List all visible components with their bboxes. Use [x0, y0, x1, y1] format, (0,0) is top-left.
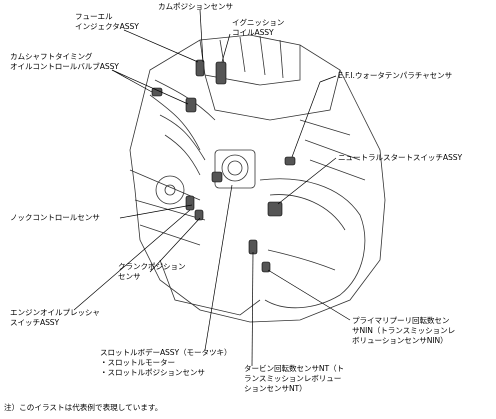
label-fuel-injector: フューエル インジェクタASSY	[75, 12, 139, 31]
footnote: 注）このイラストは代表例で表現しています。	[4, 403, 163, 412]
label-throttle-body: スロットルボデーASSY（モータツキ） ・スロットルモーター ・スロットルポジシ…	[100, 348, 232, 377]
label-crank-position-sensor: クランクポジション センサ	[118, 262, 186, 281]
label-ignition-coil: イグニッション コイルASSY	[232, 18, 285, 37]
label-knock-control-sensor: ノックコントロールセンサ	[10, 213, 100, 222]
label-engine-oil-pressure-switch: エンジンオイルプレッシャ スイッチASSY	[10, 308, 100, 327]
label-camshaft-timing-valve: カムシャフトタイミング オイルコントロールバルブASSY	[10, 52, 119, 71]
label-neutral-start-switch: ニュートラルスタートスイッチASSY	[338, 153, 462, 162]
sensor-parts	[151, 59, 296, 273]
engine-illustration	[129, 34, 386, 323]
leader-lines	[73, 9, 351, 367]
label-turbine-speed-sensor: タービン回転数センサNT（ト ランスミッションレボリュー ションセンサNT）	[244, 364, 345, 393]
label-primary-pulley-speed-sensor: プライマリプーリ回転数セン サNIN（トランスミッションレ ボリューションセンサ…	[352, 316, 456, 345]
label-efi-water-temp-sensor: E.F.I.ウォータテンパラチャセンサ	[338, 71, 453, 80]
label-cam-position-sensor: カムポジションセンサ	[158, 2, 233, 11]
